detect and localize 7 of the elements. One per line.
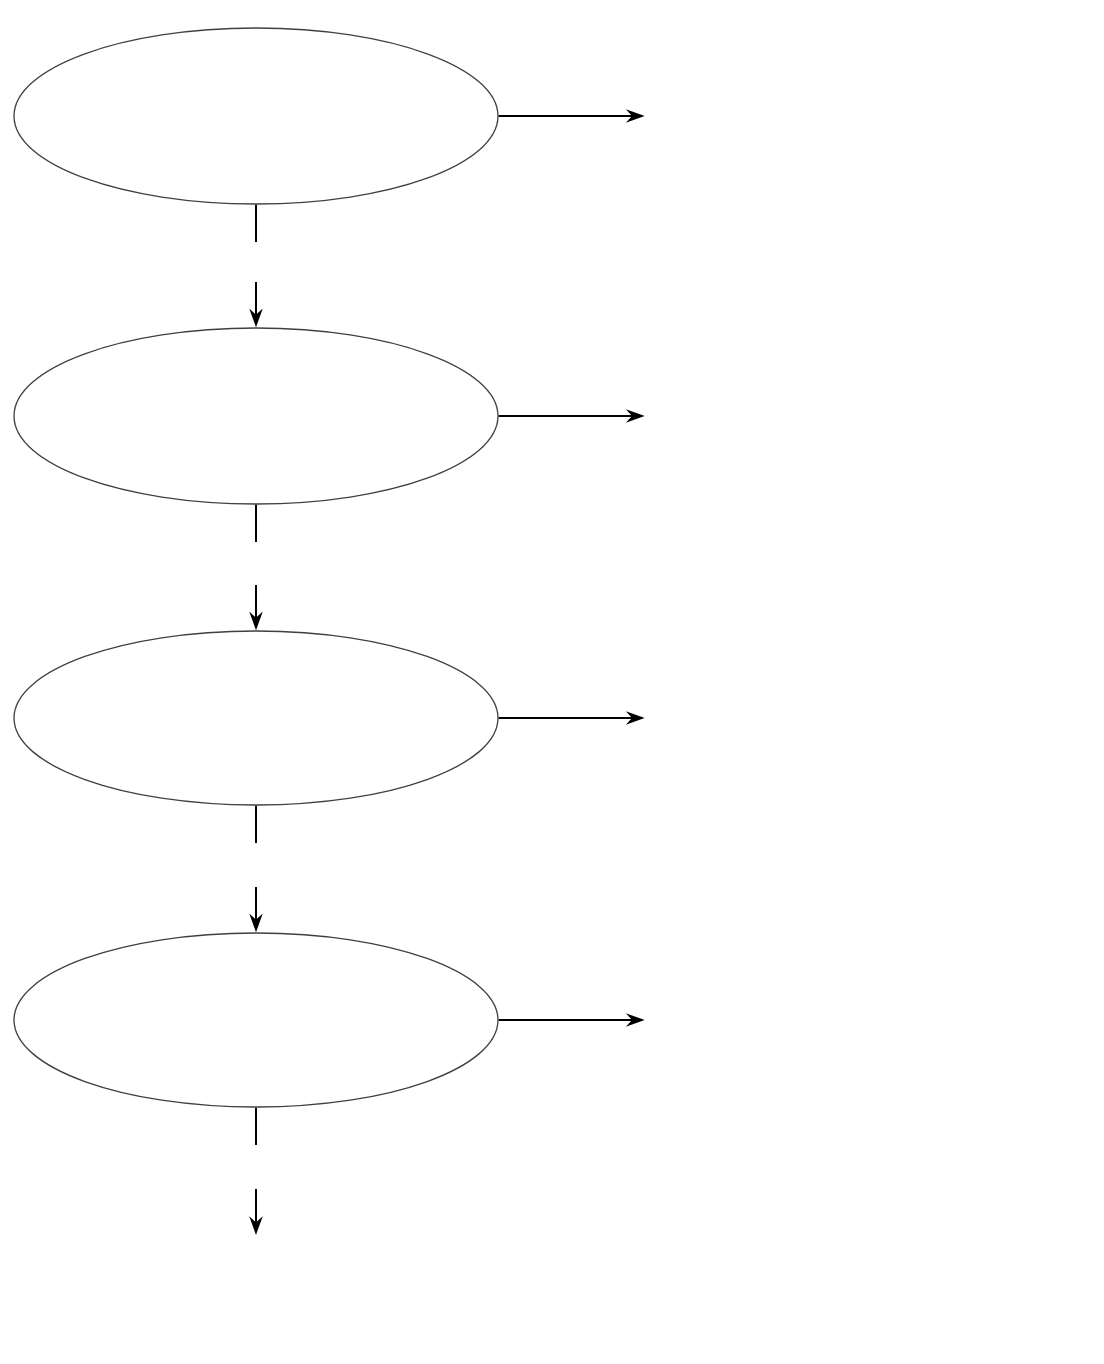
line: [255, 203, 257, 243]
ellipse: [13, 932, 499, 1108]
line: [255, 503, 257, 543]
ellipse: [13, 27, 499, 205]
ellipse: [13, 327, 499, 505]
ellipse: [13, 630, 499, 806]
line: [255, 804, 257, 844]
